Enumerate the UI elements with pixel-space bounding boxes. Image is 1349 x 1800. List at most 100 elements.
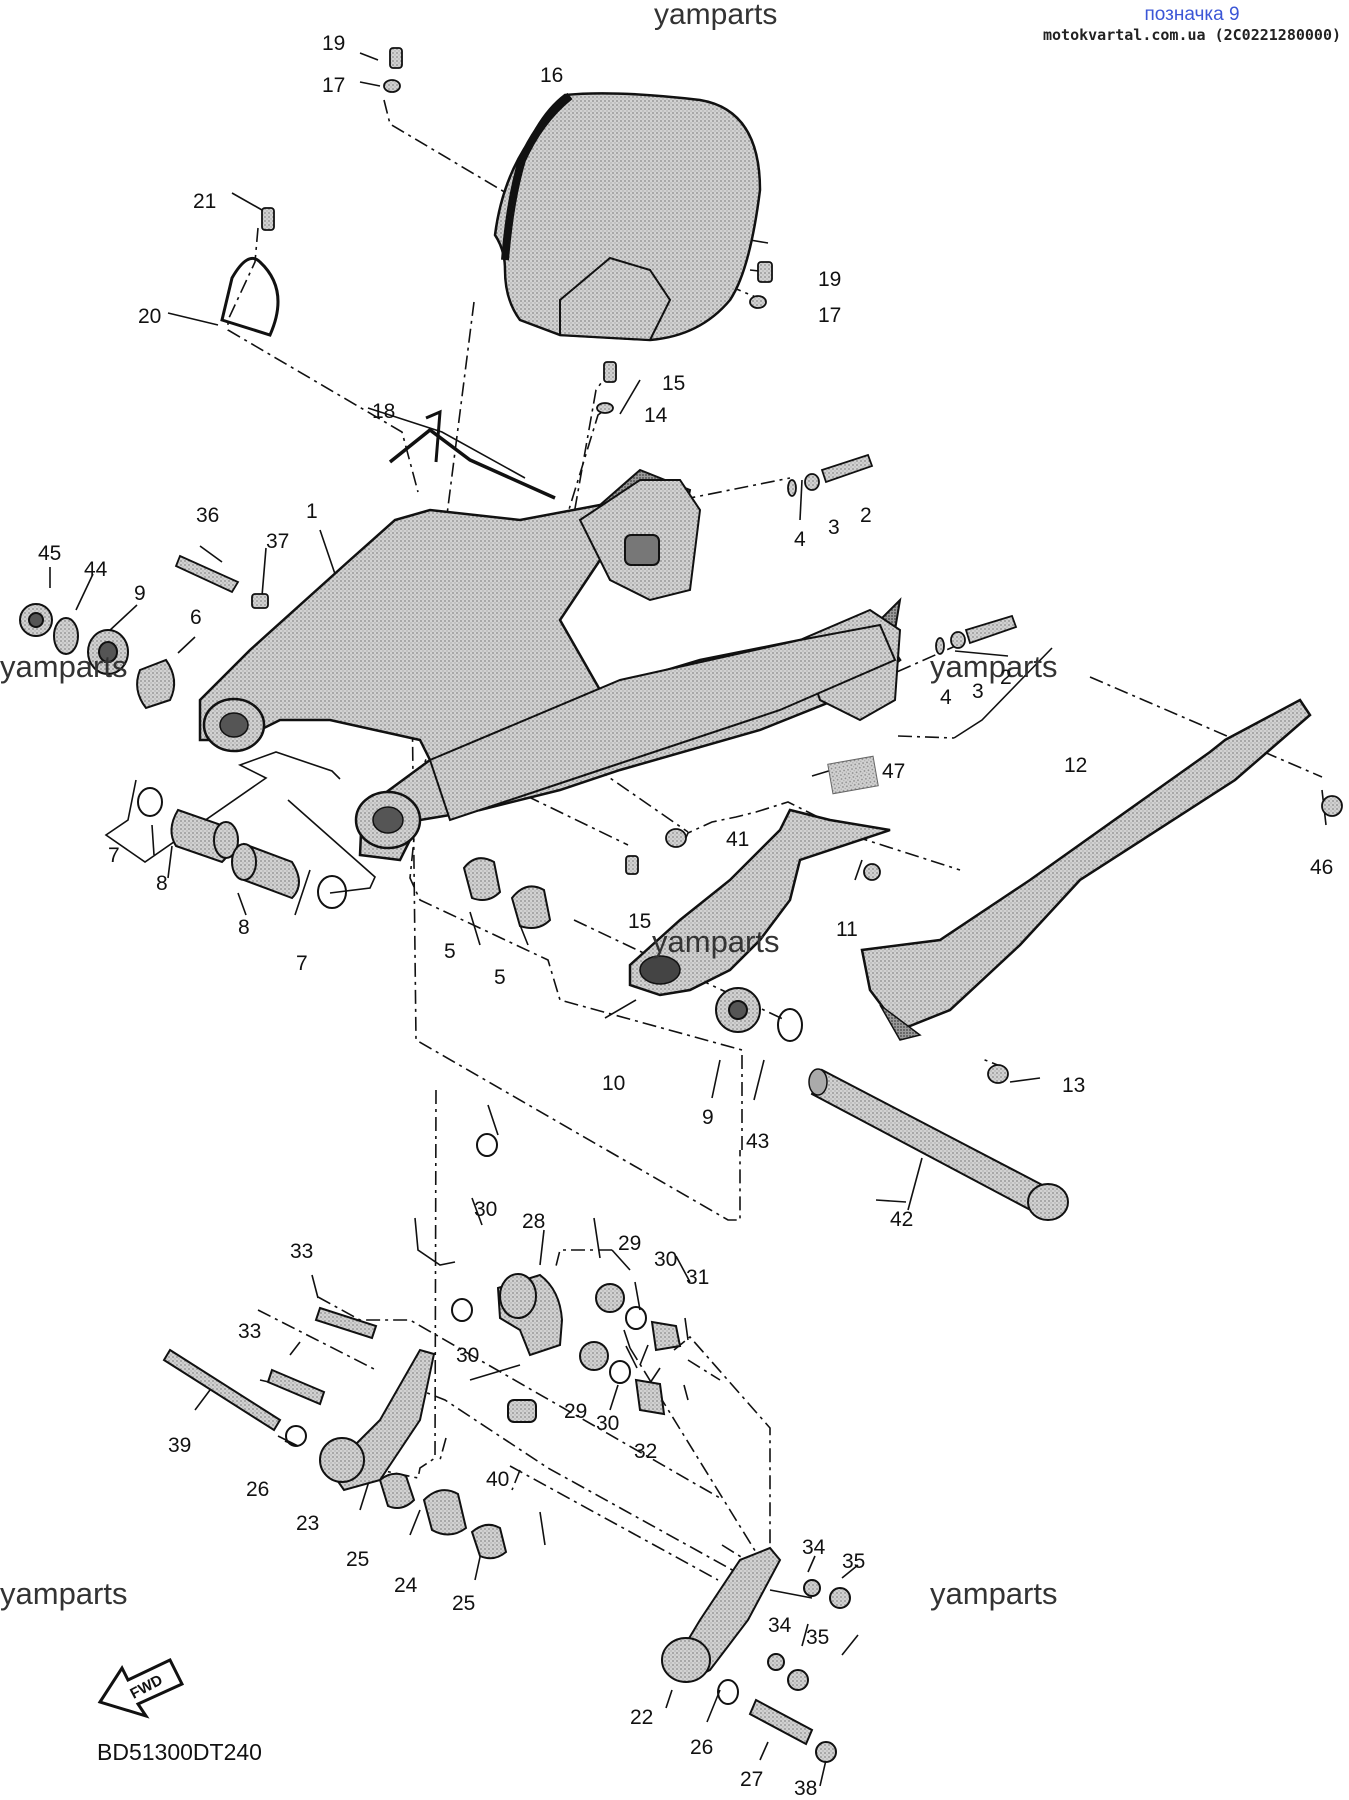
rod-23-boss <box>319 1437 365 1483</box>
callout-33: 33 <box>238 1320 261 1343</box>
callout-42: 42 <box>890 1208 913 1231</box>
part-16-fender-edge <box>501 92 573 261</box>
washer-26-left <box>285 1425 307 1447</box>
collar-6 <box>136 658 176 710</box>
watermark-left-upper: yamparts <box>0 649 127 684</box>
callout-4: 4 <box>794 528 806 551</box>
bushing-8-right-end <box>231 843 257 881</box>
callout-26: 26 <box>690 1736 713 1759</box>
part-10-guard <box>628 808 891 997</box>
nut-41 <box>665 828 687 848</box>
washer-3-lower <box>950 631 966 649</box>
washer-3-upper <box>804 473 820 491</box>
callout-30: 30 <box>456 1344 479 1367</box>
part-18-stay <box>388 427 556 500</box>
bolt-39 <box>162 1348 282 1432</box>
part-16-fender <box>493 92 762 342</box>
callout-9: 9 <box>134 582 146 605</box>
diagram-code: BD51300DT240 <box>97 1739 262 1765</box>
washer-30-lower <box>451 1298 473 1322</box>
callout-22: 22 <box>630 1706 653 1729</box>
watermark-left-lower: yamparts <box>0 1576 127 1611</box>
nut-45-hole <box>28 612 44 628</box>
callout-28: 28 <box>522 1210 545 1233</box>
callout-9: 9 <box>702 1106 714 1129</box>
part-12-chain-case-tab <box>879 1004 922 1041</box>
bolt-19-top <box>389 47 403 69</box>
washer-30-top <box>476 1133 498 1157</box>
callout-40: 40 <box>486 1468 509 1491</box>
collar-25-left <box>378 1472 416 1509</box>
callout-29: 29 <box>564 1400 587 1423</box>
washer-44 <box>53 617 79 655</box>
callout-47: 47 <box>882 760 905 783</box>
callout-7: 7 <box>296 952 308 975</box>
callout-23: 23 <box>296 1512 319 1535</box>
pivot-parts-left <box>19 603 803 1042</box>
callout-7: 7 <box>108 844 120 867</box>
linkage-parts <box>162 1133 851 1763</box>
bushing-32 <box>634 1378 666 1416</box>
callout-41: 41 <box>726 828 749 851</box>
callout-29: 29 <box>618 1232 641 1255</box>
part-18-stay-end <box>425 409 442 463</box>
callout-19: 19 <box>322 32 345 55</box>
collar-25-right <box>470 1523 508 1560</box>
callout-43: 43 <box>746 1130 769 1153</box>
callout-3: 3 <box>972 680 984 703</box>
fwd-arrow: FWD <box>97 1658 185 1719</box>
rod-22-boss <box>661 1637 711 1683</box>
part-12-chain-case <box>860 698 1312 1032</box>
callout-20: 20 <box>138 305 161 328</box>
nut-35-lower <box>787 1669 809 1691</box>
callout-31: 31 <box>686 1266 709 1289</box>
callout-37: 37 <box>266 530 289 553</box>
part-20-bracket <box>220 257 280 337</box>
part-42-axle <box>810 1068 1050 1216</box>
collar-5-a <box>462 857 502 901</box>
header-title[interactable]: позначка 9 <box>1144 4 1240 25</box>
callout-34: 34 <box>802 1536 826 1559</box>
callout-11: 11 <box>836 918 858 941</box>
callout-24: 24 <box>394 1574 418 1597</box>
callout-32: 32 <box>634 1440 657 1463</box>
circlip-7-right <box>317 875 347 909</box>
part-42-axle-end <box>808 1068 828 1096</box>
part-47-label <box>827 755 879 795</box>
bushing-8-left-end <box>213 821 239 859</box>
circlip-43 <box>777 1008 803 1042</box>
callout-5: 5 <box>494 966 506 989</box>
callout-14: 14 <box>644 404 668 427</box>
collar-24 <box>422 1489 468 1536</box>
nut-46 <box>1321 795 1343 817</box>
washer-26-right <box>717 1679 739 1705</box>
washer-30-bottom <box>609 1360 631 1384</box>
part-1-swingarm <box>198 496 902 862</box>
bushing-31 <box>650 1320 682 1352</box>
circlip-7-left <box>137 787 163 817</box>
bolt-15-lower <box>625 855 639 875</box>
callout-4: 4 <box>940 686 952 709</box>
fwd-arrow-shape <box>97 1658 185 1719</box>
header-source: motokvartal.com.ua (2C0221280000) <box>1042 26 1341 44</box>
part-1-pivot-right-hole <box>372 806 404 834</box>
washer-9-right-hole <box>728 1000 748 1020</box>
collar-5-b <box>510 885 552 929</box>
part-10-guard-hole <box>639 955 681 985</box>
callout-6: 6 <box>190 606 202 629</box>
callout-44: 44 <box>84 558 108 581</box>
callout-45: 45 <box>38 542 61 565</box>
bolt-19-right <box>757 261 773 283</box>
collar-29-upper <box>595 1283 625 1313</box>
callout-35: 35 <box>806 1626 829 1649</box>
callout-3: 3 <box>828 516 840 539</box>
watermark-top: yamparts <box>654 0 777 31</box>
callout-36: 36 <box>196 504 219 527</box>
callout-17: 17 <box>818 304 841 327</box>
callout-2: 2 <box>860 504 872 527</box>
callout-30: 30 <box>654 1248 677 1271</box>
bolt-15-top <box>603 361 617 383</box>
part-1-bracket-upper-hole <box>624 534 660 566</box>
